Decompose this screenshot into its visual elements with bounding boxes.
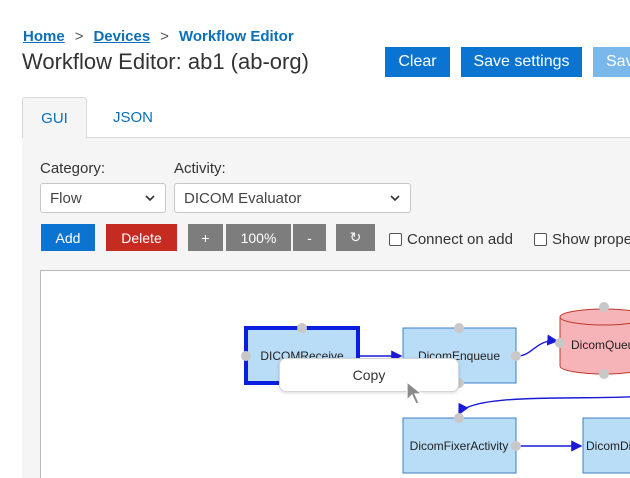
zoom-level-button[interactable]: 100% <box>226 224 291 251</box>
zoom-out-button[interactable]: - <box>293 224 326 251</box>
chevron-down-icon <box>390 195 400 202</box>
breadcrumb: Home > Devices > Workflow Editor <box>23 28 294 45</box>
breadcrumb-current: Workflow Editor <box>178 28 294 45</box>
connect-on-add-checkbox[interactable]: Connect on add <box>389 231 513 248</box>
activity-select[interactable]: DICOM Evaluator <box>174 183 411 213</box>
clear-button[interactable]: Clear <box>385 47 450 77</box>
node-dicom-queue[interactable]: DicomQueue <box>555 302 630 379</box>
breadcrumb-home-link[interactable]: Home <box>23 28 65 45</box>
save-button[interactable]: Save <box>593 47 630 77</box>
save-settings-button[interactable]: Save settings <box>461 47 582 77</box>
add-button[interactable]: Add <box>41 224 95 251</box>
node-dicom-fixer-activity[interactable]: DicomFixerActivity <box>402 413 521 474</box>
edge-enqueue-queue[interactable] <box>516 334 559 357</box>
connect-on-add-label: Connect on add <box>407 231 513 248</box>
zoom-in-button[interactable]: + <box>188 224 223 251</box>
mouse-cursor-icon <box>406 381 424 405</box>
tab-bar: GUI JSON <box>22 97 630 139</box>
category-label: Category: <box>40 160 106 177</box>
tab-json[interactable]: JSON <box>112 109 153 126</box>
breadcrumb-separator: > <box>160 28 169 45</box>
node-label: DicomQueue <box>571 338 630 352</box>
category-select[interactable]: Flow <box>40 183 166 213</box>
checkbox-box[interactable] <box>534 233 547 246</box>
context-menu-copy[interactable]: Copy <box>352 367 386 383</box>
node-dicom-enqueue[interactable]: DicomEnqueue <box>402 323 521 388</box>
node-dicom-di[interactable]: DicomDi <box>582 417 630 474</box>
delete-button[interactable]: Delete <box>106 224 177 251</box>
category-select-value: Flow <box>50 189 82 207</box>
context-menu: Copy <box>279 358 459 392</box>
node-label: DicomFixerActivity <box>410 439 509 453</box>
reset-zoom-button[interactable]: ↻ <box>336 224 375 251</box>
show-properties-checkbox[interactable]: Show properties <box>534 231 630 248</box>
breadcrumb-devices-link[interactable]: Devices <box>93 28 151 45</box>
node-label: DicomDi <box>586 439 630 453</box>
page-title: Workflow Editor: ab1 (ab-org) <box>22 49 309 74</box>
show-properties-label: Show properties <box>552 231 630 248</box>
edge-queue-fixer[interactable] <box>458 396 630 416</box>
chevron-down-icon <box>145 195 155 202</box>
tab-gui[interactable]: GUI <box>22 97 87 139</box>
breadcrumb-separator: > <box>74 28 84 45</box>
checkbox-box[interactable] <box>389 233 402 246</box>
activity-label: Activity: <box>174 160 226 177</box>
activity-select-value: DICOM Evaluator <box>184 189 302 207</box>
